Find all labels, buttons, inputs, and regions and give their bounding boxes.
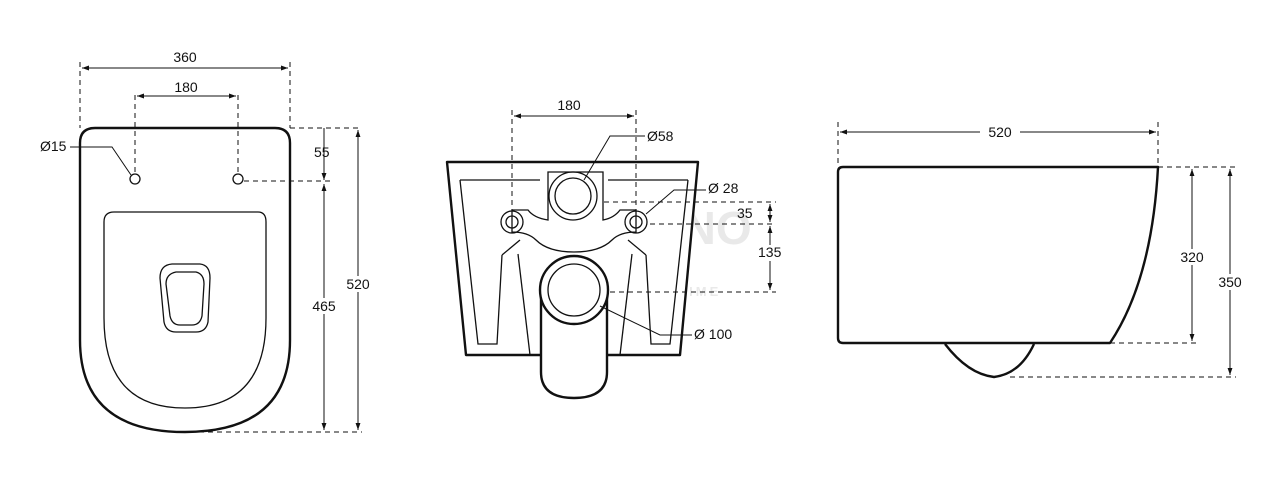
dim-label-offset-small: 35 — [737, 205, 753, 221]
seat-mount-hole-left — [129, 173, 141, 185]
dim-label-hole-offset: 55 — [314, 144, 330, 160]
dim-label-lower-outlet: Ø 100 — [694, 326, 732, 342]
leader-upper-outlet — [583, 135, 645, 181]
rear-neck-left — [517, 253, 531, 356]
dim-label-length-to-holes: 465 — [312, 298, 336, 314]
lower-outlet-outer — [538, 254, 610, 326]
rear-support-left — [501, 239, 521, 256]
side-view: 520 320 350 — [836, 122, 1246, 379]
rear-inner-outline-left — [459, 179, 540, 345]
top-view: 360 180 Ø15 55 465 520 — [40, 49, 376, 434]
rear-neck-right — [619, 253, 633, 356]
rear-mounting-plate — [511, 171, 637, 253]
dim-label-side-length: 520 — [988, 124, 1012, 140]
rear-view: BELBAGNO LIVE IN MODERN TIME 180 Ø58 Ø 2… — [445, 97, 784, 400]
bolt-hole-left-inner — [505, 215, 519, 229]
rear-support-right — [627, 239, 647, 256]
side-body-outline — [836, 165, 1160, 345]
dim-label-side-height-overall: 350 — [1218, 274, 1242, 290]
dim-label-offset-large: 135 — [758, 244, 782, 260]
seat-mount-hole-right — [232, 173, 244, 185]
bolt-hole-left-outer — [500, 210, 524, 234]
dim-label-hole-spacing: 180 — [174, 79, 198, 95]
bowl-top-outline — [78, 126, 292, 434]
dim-label-length-overall: 520 — [346, 276, 370, 292]
bolt-hole-right-outer — [624, 210, 648, 234]
leader-hole-diameter — [70, 146, 132, 176]
bolt-hole-right-inner — [629, 215, 643, 229]
upper-outlet-inner — [554, 177, 592, 215]
dim-label-hole-diameter: Ø15 — [40, 138, 67, 154]
upper-outlet-outer — [548, 171, 598, 221]
dim-label-upper-outlet: Ø58 — [647, 128, 674, 144]
drain-outlet-inner — [165, 271, 205, 326]
leader-bolt-hole — [645, 189, 706, 215]
dim-label-width: 360 — [173, 49, 197, 65]
bowl-opening — [103, 211, 267, 409]
dim-label-side-height-body: 320 — [1180, 249, 1204, 265]
dim-label-rear-hole-spacing: 180 — [557, 97, 581, 113]
lower-outlet-inner — [547, 263, 601, 317]
side-bottom-bulge — [944, 343, 1036, 379]
rear-inner-outline-right — [608, 179, 689, 345]
leader-lower-outlet — [599, 305, 692, 336]
drain-outlet-outer — [159, 263, 211, 333]
dim-label-bolt-hole: Ø 28 — [708, 180, 739, 196]
